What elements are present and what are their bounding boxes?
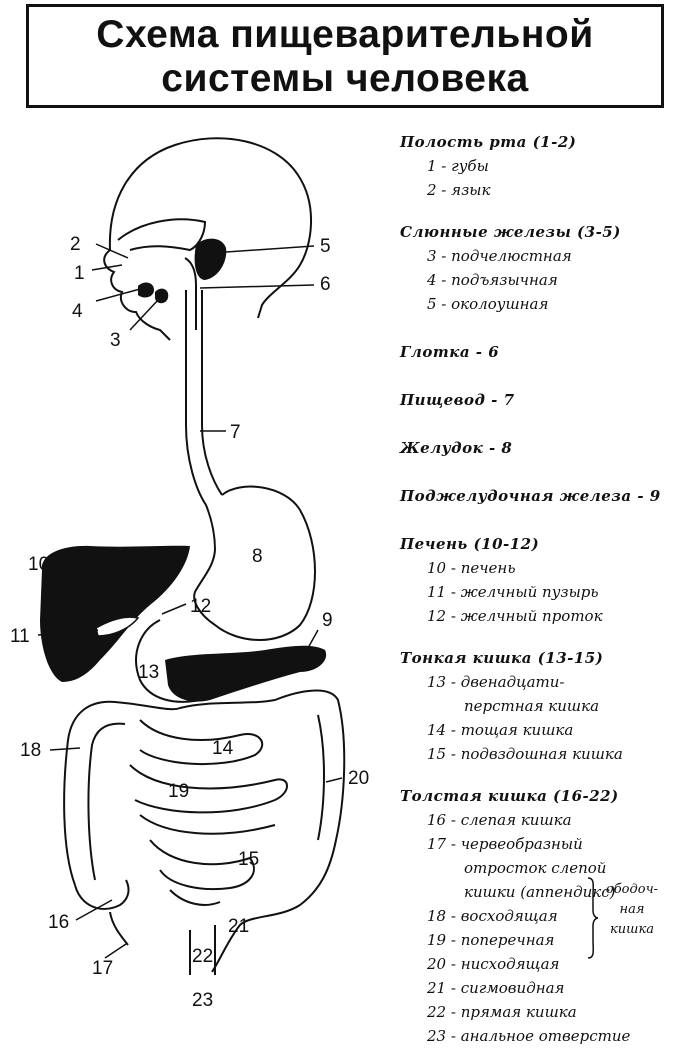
- label-21: 21: [228, 916, 249, 937]
- label-14: 14: [212, 738, 234, 759]
- parotid-gland: [195, 239, 227, 280]
- legend-item: 16 - слепая кишка: [400, 808, 685, 832]
- legend-item-cont: перстная кишка: [400, 694, 685, 718]
- label-20: 20: [348, 768, 369, 789]
- label-12: 12: [190, 596, 211, 617]
- cecum: [75, 880, 128, 909]
- digestive-diagram: 2 1 4 3 5 6 7 8 9 10 11 12 13 14 15 16 1…: [0, 0, 400, 1016]
- legend-item: 5 - околоушная: [400, 292, 685, 316]
- legend-item: 2 - язык: [400, 178, 685, 202]
- descending-colon-inner: [318, 715, 324, 840]
- legend-item: 13 - двенадцати-: [400, 670, 685, 694]
- legend-item: 21 - сигмовидная: [400, 976, 685, 1000]
- label-11: 11: [10, 626, 30, 647]
- label-8: 8: [252, 546, 263, 567]
- legend-esophagus: Пищевод - 7: [400, 388, 685, 412]
- legend-item: 10 - печень: [400, 556, 685, 580]
- legend-item-cont: отросток слепой: [400, 856, 685, 880]
- legend-pancreas: Поджелудочная железа - 9: [400, 484, 685, 508]
- legend-pharynx: Глотка - 6: [400, 340, 685, 364]
- label-19: 19: [168, 781, 189, 802]
- legend-mouth-head: Полость рта (1-2): [400, 130, 685, 154]
- label-1: 1: [74, 263, 85, 284]
- colon-group-label: ободоч- ная кишка: [599, 880, 665, 940]
- label-4: 4: [72, 301, 83, 322]
- label-5: 5: [320, 236, 331, 257]
- label-9: 9: [322, 610, 333, 631]
- legend-item: 14 - тощая кишка: [400, 718, 685, 742]
- sublingual-gland: [138, 283, 154, 298]
- legend-item: 1 - губы: [400, 154, 685, 178]
- label-16: 16: [48, 912, 69, 933]
- legend-item: 11 - желчный пузырь: [400, 580, 685, 604]
- esophagus-right: [202, 290, 222, 495]
- label-18: 18: [20, 740, 41, 761]
- legend-item: 23 - анальное отверстие: [400, 1024, 685, 1048]
- appendix: [110, 912, 128, 945]
- small-intestine-loops: [130, 720, 287, 905]
- pancreas: [165, 646, 326, 702]
- colon-group-line: ободоч-: [599, 880, 665, 900]
- legend-salivary-head: Слюнные железы (3-5): [400, 220, 685, 244]
- legend-item: 22 - прямая кишка: [400, 1000, 685, 1024]
- colon-group-line: кишка: [599, 920, 665, 940]
- legend-large-head: Толстая кишка (16-22): [400, 784, 685, 808]
- large-intestine: [64, 691, 344, 972]
- legend-item: 3 - подчелюстная: [400, 244, 685, 268]
- legend-item: 12 - желчный проток: [400, 604, 685, 628]
- label-22: 22: [192, 946, 213, 967]
- label-3: 3: [110, 330, 121, 351]
- legend-item: 17 - червеобразный: [400, 832, 685, 856]
- label-13: 13: [138, 662, 159, 683]
- label-17: 17: [92, 958, 113, 979]
- label-15: 15: [238, 849, 259, 870]
- label-10: 10: [28, 554, 49, 575]
- label-6: 6: [320, 274, 331, 295]
- legend-small-head: Тонкая кишка (13-15): [400, 646, 685, 670]
- legend-item: 15 - подвздошная кишка: [400, 742, 685, 766]
- legend-item: 20 - нисходящая: [400, 952, 685, 976]
- legend-stomach: Желудок - 8: [400, 436, 685, 460]
- colon-group-line: ная: [599, 900, 665, 920]
- label-7: 7: [230, 422, 241, 443]
- esophagus-left: [186, 290, 215, 550]
- ascending-colon-inner: [88, 724, 125, 880]
- label-23: 23: [192, 990, 213, 1011]
- legend-item: 4 - подъязычная: [400, 268, 685, 292]
- oral-cavity: [118, 219, 205, 250]
- label-2: 2: [70, 234, 81, 255]
- legend-liver-head: Печень (10-12): [400, 532, 685, 556]
- colon-brace: [586, 876, 600, 960]
